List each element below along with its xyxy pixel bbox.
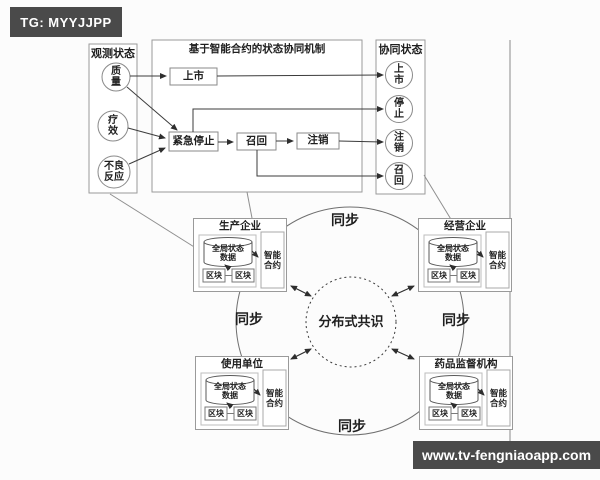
consensus-circle — [305, 276, 397, 368]
operator-block1-label: 区块 — [431, 271, 447, 280]
recall-node-label: 召回 — [246, 136, 267, 147]
regulator-contract-label: 智能合约 — [489, 388, 507, 408]
user-title: 使用单位 — [221, 359, 263, 370]
connector-lines — [109, 174, 453, 251]
efficacy-to-stop-arrow — [127, 127, 166, 140]
mechanism-to-producer-line — [246, 191, 253, 219]
adverse-reaction-circle — [97, 155, 131, 189]
observed-to-producer-line — [109, 193, 200, 251]
user-consensus-arrow — [290, 348, 312, 360]
producer-contract-label: 智能合约 — [263, 250, 281, 270]
sync-label-top: 同步 — [331, 214, 359, 229]
regulator-datastore-label: 全局状态数据 — [438, 382, 470, 400]
producer-consensus-arrow — [290, 285, 312, 297]
quality-label: 质量 — [111, 66, 121, 88]
sync-label-left: 同步 — [235, 313, 263, 328]
operator-datastore-label: 全局状态数据 — [437, 244, 469, 262]
recalled-circle — [385, 162, 413, 190]
user-contract-label: 智能合约 — [265, 388, 283, 408]
producer-datastore-label: 全局状态数据 — [212, 244, 244, 262]
emergency-stop-node-label: 紧急停止 — [172, 136, 215, 147]
deregistered-label: 注销 — [394, 132, 404, 154]
watermark-footer: www.tv-fengniaoapp.com — [413, 441, 600, 469]
consensus-arrows — [290, 285, 415, 360]
flow-arrows — [126, 72, 384, 179]
producer-block1-label: 区块 — [206, 271, 222, 280]
efficacy-circle — [97, 110, 129, 142]
listing-node-box — [169, 67, 218, 86]
operator-block2-label: 区块 — [460, 271, 476, 280]
regulator-block1-label: 区块 — [432, 409, 448, 418]
adverse-reaction-label: 不良反应 — [104, 161, 124, 183]
regulator-block2-label: 区块 — [461, 409, 477, 418]
producer-title: 生产企业 — [219, 221, 261, 232]
recall-to-recalled-arrow — [256, 150, 384, 179]
listed-circle — [385, 61, 413, 89]
watermark-header: TG: MYYJJPP — [10, 7, 122, 37]
listed-label: 上市 — [394, 64, 404, 86]
quality-circle — [101, 62, 131, 92]
coordinated-to-operator-line — [423, 174, 453, 222]
user-block2-label: 区块 — [237, 409, 253, 418]
stopped-label: 停止 — [394, 98, 404, 120]
sync-label-bottom: 同步 — [338, 420, 366, 435]
deregistered-circle — [385, 129, 413, 157]
recalled-label: 召回 — [394, 165, 404, 187]
mechanism-title: 基于智能合约的状态协同机制 — [188, 44, 326, 55]
sync-label-right: 同步 — [442, 314, 470, 329]
efficacy-label: 疗效 — [108, 115, 118, 137]
quality-to-stop-arrow — [126, 86, 178, 131]
deregister-to-deregistered-arrow — [338, 138, 384, 145]
regulator-title: 药品监督机构 — [434, 359, 498, 370]
producer-block2-label: 区块 — [235, 271, 251, 280]
observed-states-title: 观测状态 — [91, 48, 135, 60]
listing-node-label: 上市 — [183, 71, 204, 82]
operator-consensus-arrow — [391, 285, 415, 297]
stop-to-stopped-arrow — [192, 106, 384, 132]
sync-ring — [235, 206, 465, 436]
user-datastore-label: 全局状态数据 — [214, 382, 246, 400]
coordinated-states-title: 协同状态 — [378, 44, 423, 56]
regulator-consensus-arrow — [391, 348, 415, 360]
operator-title: 经营企业 — [444, 221, 486, 232]
operator-contract-label: 智能合约 — [488, 250, 506, 270]
listing-to-listed-arrow — [216, 72, 384, 79]
adverse-to-stop-arrow — [128, 147, 166, 165]
consensus-label: 分布式共识 — [318, 314, 384, 329]
deregister-node-label: 注销 — [307, 135, 329, 146]
stopped-circle — [385, 95, 413, 123]
user-block1-label: 区块 — [208, 409, 224, 418]
